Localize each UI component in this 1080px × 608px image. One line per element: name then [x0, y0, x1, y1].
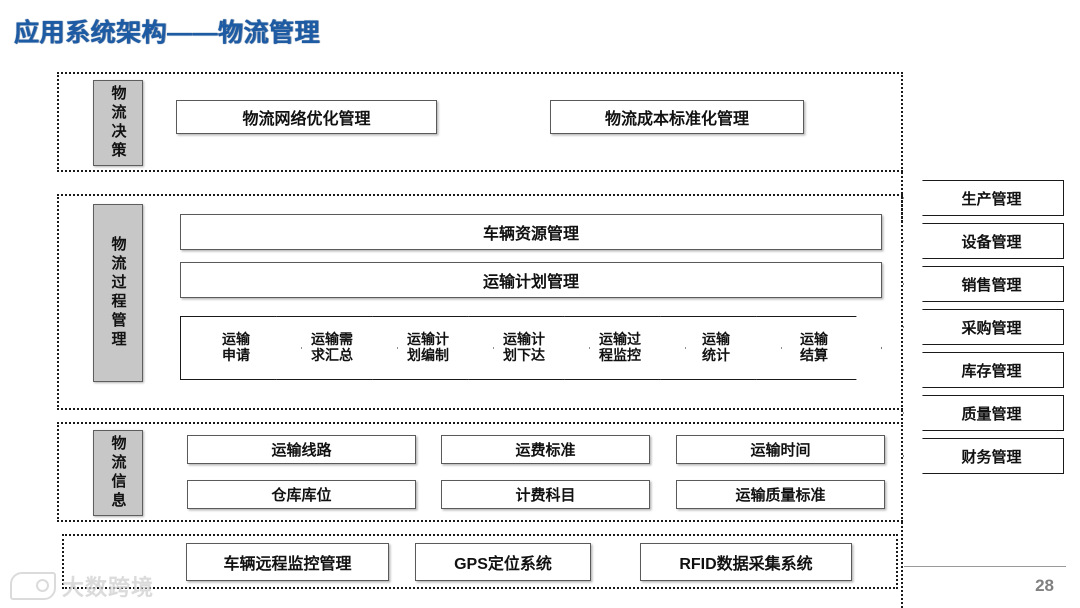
side-module-procurement[interactable]: 采购管理	[903, 309, 1064, 345]
flow-step-3-line1: 运输计	[407, 331, 449, 348]
flow-step-2-line2: 求汇总	[311, 347, 353, 363]
box-logistics-cost-standardization[interactable]: 物流成本标准化管理	[550, 100, 804, 134]
side-module-production[interactable]: 生产管理	[903, 180, 1064, 216]
side-module-sales[interactable]: 销售管理	[903, 266, 1064, 302]
flow-step-1[interactable]: 运输申请	[180, 316, 302, 380]
side-module-quality[interactable]: 质量管理	[903, 395, 1064, 431]
side-module-finance[interactable]: 财务管理	[903, 438, 1064, 474]
flow-step-2-line1: 运输需	[311, 331, 353, 348]
box-vehicle-remote-monitoring[interactable]: 车辆远程监控管理	[186, 543, 389, 581]
flow-step-5-line2: 程监控	[599, 347, 641, 363]
right-rail-divider-4	[901, 422, 903, 522]
box-gps-positioning-system[interactable]: GPS定位系统	[415, 543, 591, 581]
section-label-process: 物流过程管理	[93, 204, 143, 382]
box-logistics-network-optimization[interactable]: 物流网络优化管理	[176, 100, 437, 134]
flow-step-1-line2: 申请	[222, 347, 250, 363]
box-transport-route[interactable]: 运输线路	[187, 435, 416, 464]
box-freight-standard[interactable]: 运费标准	[441, 435, 650, 464]
process-flow: 运输申请 运输需求汇总 运输计划编制 运输计划下达 运输过程监控 运输统计 运输…	[180, 316, 882, 380]
flow-step-4[interactable]: 运输计划下达	[468, 316, 590, 380]
box-transport-time[interactable]: 运输时间	[676, 435, 885, 464]
watermark-text: 大数跨境	[62, 575, 155, 600]
flow-step-5-line1: 运输过	[599, 331, 641, 348]
flow-step-4-line2: 划下达	[503, 347, 545, 363]
box-transport-quality-standard[interactable]: 运输质量标准	[676, 480, 885, 509]
flow-step-1-line1: 运输	[222, 331, 250, 348]
section-label-decision: 物流决策	[93, 80, 143, 166]
right-rail-divider-5	[901, 522, 903, 608]
bar-transport-plan-management[interactable]: 运输计划管理	[180, 262, 882, 298]
box-rfid-data-collection-system[interactable]: RFID数据采集系统	[640, 543, 852, 581]
bar-vehicle-resource-management[interactable]: 车辆资源管理	[180, 214, 882, 250]
watermark: 大数跨境	[10, 570, 154, 602]
flow-step-6-line1: 运输	[702, 331, 730, 348]
flow-step-6-line2: 统计	[702, 347, 730, 363]
right-rail-divider-3	[901, 410, 903, 424]
section-frame-decision	[57, 72, 903, 172]
flow-step-7-line2: 结算	[800, 347, 828, 363]
side-module-inventory[interactable]: 库存管理	[903, 352, 1064, 388]
box-billing-subject[interactable]: 计费科目	[441, 480, 650, 509]
box-warehouse-location[interactable]: 仓库库位	[187, 480, 416, 509]
right-rail-divider-2	[901, 194, 903, 410]
watermark-logo-icon	[10, 572, 56, 600]
flow-step-3[interactable]: 运输计划编制	[372, 316, 494, 380]
section-frame-infrastructure	[62, 534, 898, 589]
flow-step-4-line1: 运输计	[503, 331, 545, 348]
page-number: 28	[1035, 576, 1054, 595]
flow-step-7-line1: 运输	[800, 331, 828, 348]
side-module-equipment[interactable]: 设备管理	[903, 223, 1064, 259]
footer-divider	[904, 566, 1066, 567]
page-title: 应用系统架构——物流管理	[14, 19, 321, 47]
section-label-information: 物流信息	[93, 430, 143, 516]
flow-step-3-line2: 划编制	[407, 347, 449, 363]
flow-step-7[interactable]: 运输结算	[756, 316, 882, 380]
